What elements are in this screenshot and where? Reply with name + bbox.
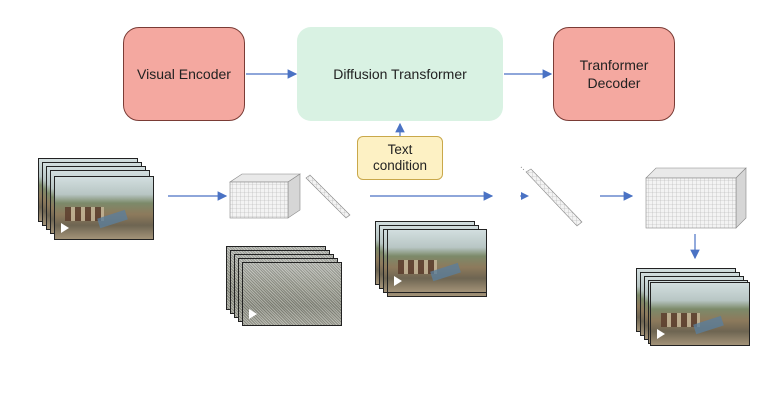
- transformer-decoder-label: Tranformer Decoder: [579, 57, 649, 91]
- visual-encoder-label: Visual Encoder: [137, 66, 231, 82]
- token-sequence-1: [305, 174, 351, 219]
- diffusion-transformer-label: Diffusion Transformer: [333, 66, 467, 82]
- text-condition-block: Text condition: [357, 136, 443, 180]
- text-condition-label: Text condition: [372, 142, 428, 173]
- transformer-decoder-block: Tranformer Decoder: [553, 27, 675, 121]
- latent-cube-output: [645, 167, 747, 229]
- latent-cube-input: [229, 173, 301, 219]
- visual-encoder-block: Visual Encoder: [123, 27, 245, 121]
- diffusion-transformer-block: Diffusion Transformer: [297, 27, 503, 121]
- play-icon: [249, 309, 257, 319]
- play-icon: [61, 223, 69, 233]
- play-icon: [657, 329, 665, 339]
- token-sequence-2: [520, 166, 583, 227]
- play-icon: [394, 276, 402, 286]
